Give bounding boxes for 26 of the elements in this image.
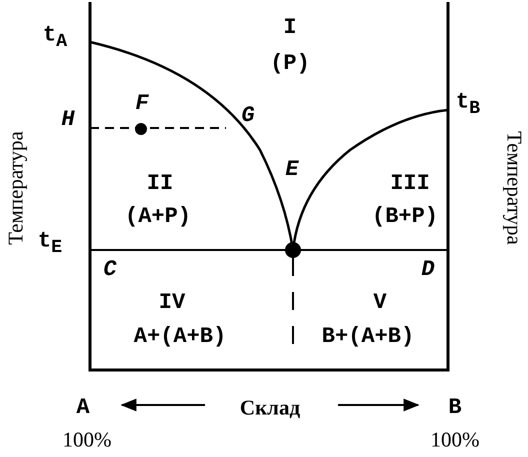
phase-region-label: IV — [158, 292, 186, 314]
phase-region-label: I — [283, 17, 297, 39]
phase-region-label: B+(A+B) — [322, 326, 414, 348]
temperature-label: t$_{B}$ — [456, 92, 480, 118]
temperature-label: t$_{E}$ — [38, 230, 62, 258]
temperature-label: t$_{A}$ — [42, 24, 68, 52]
phase-region-label: A+(A+B) — [134, 326, 226, 348]
axis-title: Температура — [504, 131, 524, 245]
percent-label: 100% — [430, 430, 480, 450]
point-label: D — [421, 259, 435, 281]
point-label: H — [61, 109, 75, 131]
phase-region-label: V — [373, 292, 387, 314]
component-label: B — [448, 397, 462, 419]
component-label: A — [76, 397, 90, 419]
axis-title: Склад — [240, 398, 300, 418]
phase-region-label: II — [146, 173, 174, 195]
point-label: G — [241, 105, 255, 127]
axis-title: Температура — [6, 131, 26, 245]
phase-region-label: III — [390, 173, 430, 195]
point-label: C — [103, 259, 117, 281]
point-label: F — [135, 93, 149, 115]
point-label: E — [285, 159, 299, 181]
phase-region-label: (Р) — [270, 53, 310, 75]
phase-region-label: (A+Р) — [125, 206, 191, 228]
percent-label: 100% — [62, 430, 112, 450]
phase-region-label: (B+Р) — [372, 206, 438, 228]
